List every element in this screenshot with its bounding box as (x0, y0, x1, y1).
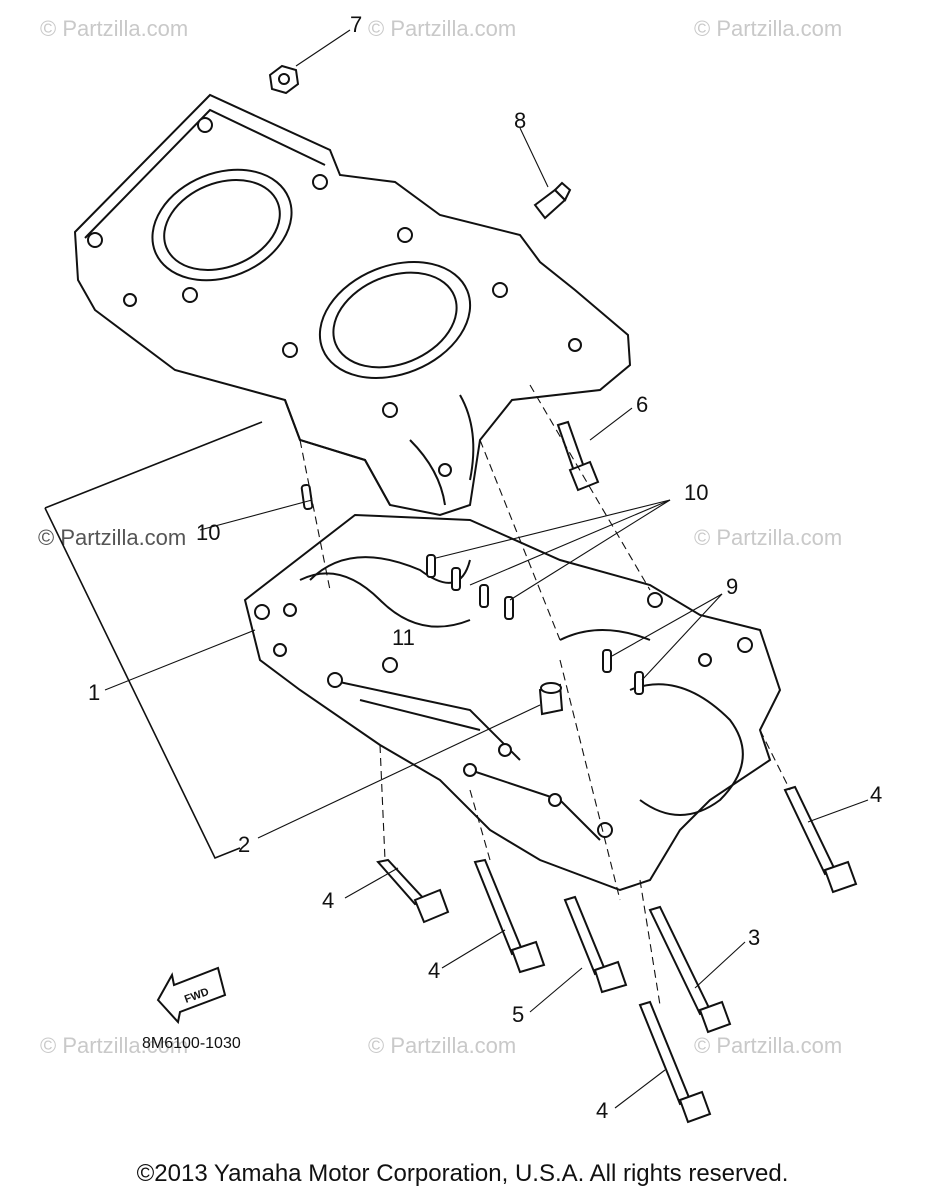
callout-6: 6 (636, 392, 648, 417)
callout-5: 5 (512, 1002, 524, 1027)
callout-10: 10 (196, 520, 220, 545)
callout-7: 7 (350, 12, 362, 37)
callout-4: 4 (428, 958, 440, 983)
watermark: © Partzilla.com (368, 1033, 516, 1058)
nut-part (268, 64, 300, 95)
watermark: © Partzilla.com (694, 525, 842, 550)
watermark: © Partzilla.com (368, 16, 516, 41)
callout-4: 4 (870, 782, 882, 807)
watermark: © Partzilla.com (40, 1033, 188, 1058)
callout-4: 4 (322, 888, 334, 913)
watermark: © Partzilla.com (694, 1033, 842, 1058)
watermark: © Partzilla.com (694, 16, 842, 41)
long-bolts (376, 785, 858, 1124)
diagram-code: 8M6100-1030 (142, 1035, 241, 1052)
pins (602, 649, 644, 695)
bolt-part (556, 420, 600, 492)
crankcase-diagram: © Partzilla.com © Partzilla.com © Partzi… (38, 12, 882, 1124)
watermark: © Partzilla.com (40, 16, 188, 41)
callout-3: 3 (748, 925, 760, 950)
callout-4: 4 (596, 1098, 608, 1123)
copyright-notice: ©2013 Yamaha Motor Corporation, U.S.A. A… (136, 1160, 789, 1187)
callout-8: 8 (514, 108, 526, 133)
callout-10: 10 (684, 480, 708, 505)
callout-9: 9 (726, 574, 738, 599)
callout-2: 2 (238, 832, 250, 857)
callout-11: 11 (392, 625, 415, 650)
lower-crankcase (243, 513, 782, 892)
watermark: © Partzilla.com (38, 525, 186, 550)
upper-crankcase (73, 93, 632, 517)
fitting-part (533, 181, 572, 220)
forward-arrow-icon: FWD (156, 966, 227, 1025)
callout-1: 1 (88, 680, 100, 705)
nipple-part (538, 682, 564, 716)
